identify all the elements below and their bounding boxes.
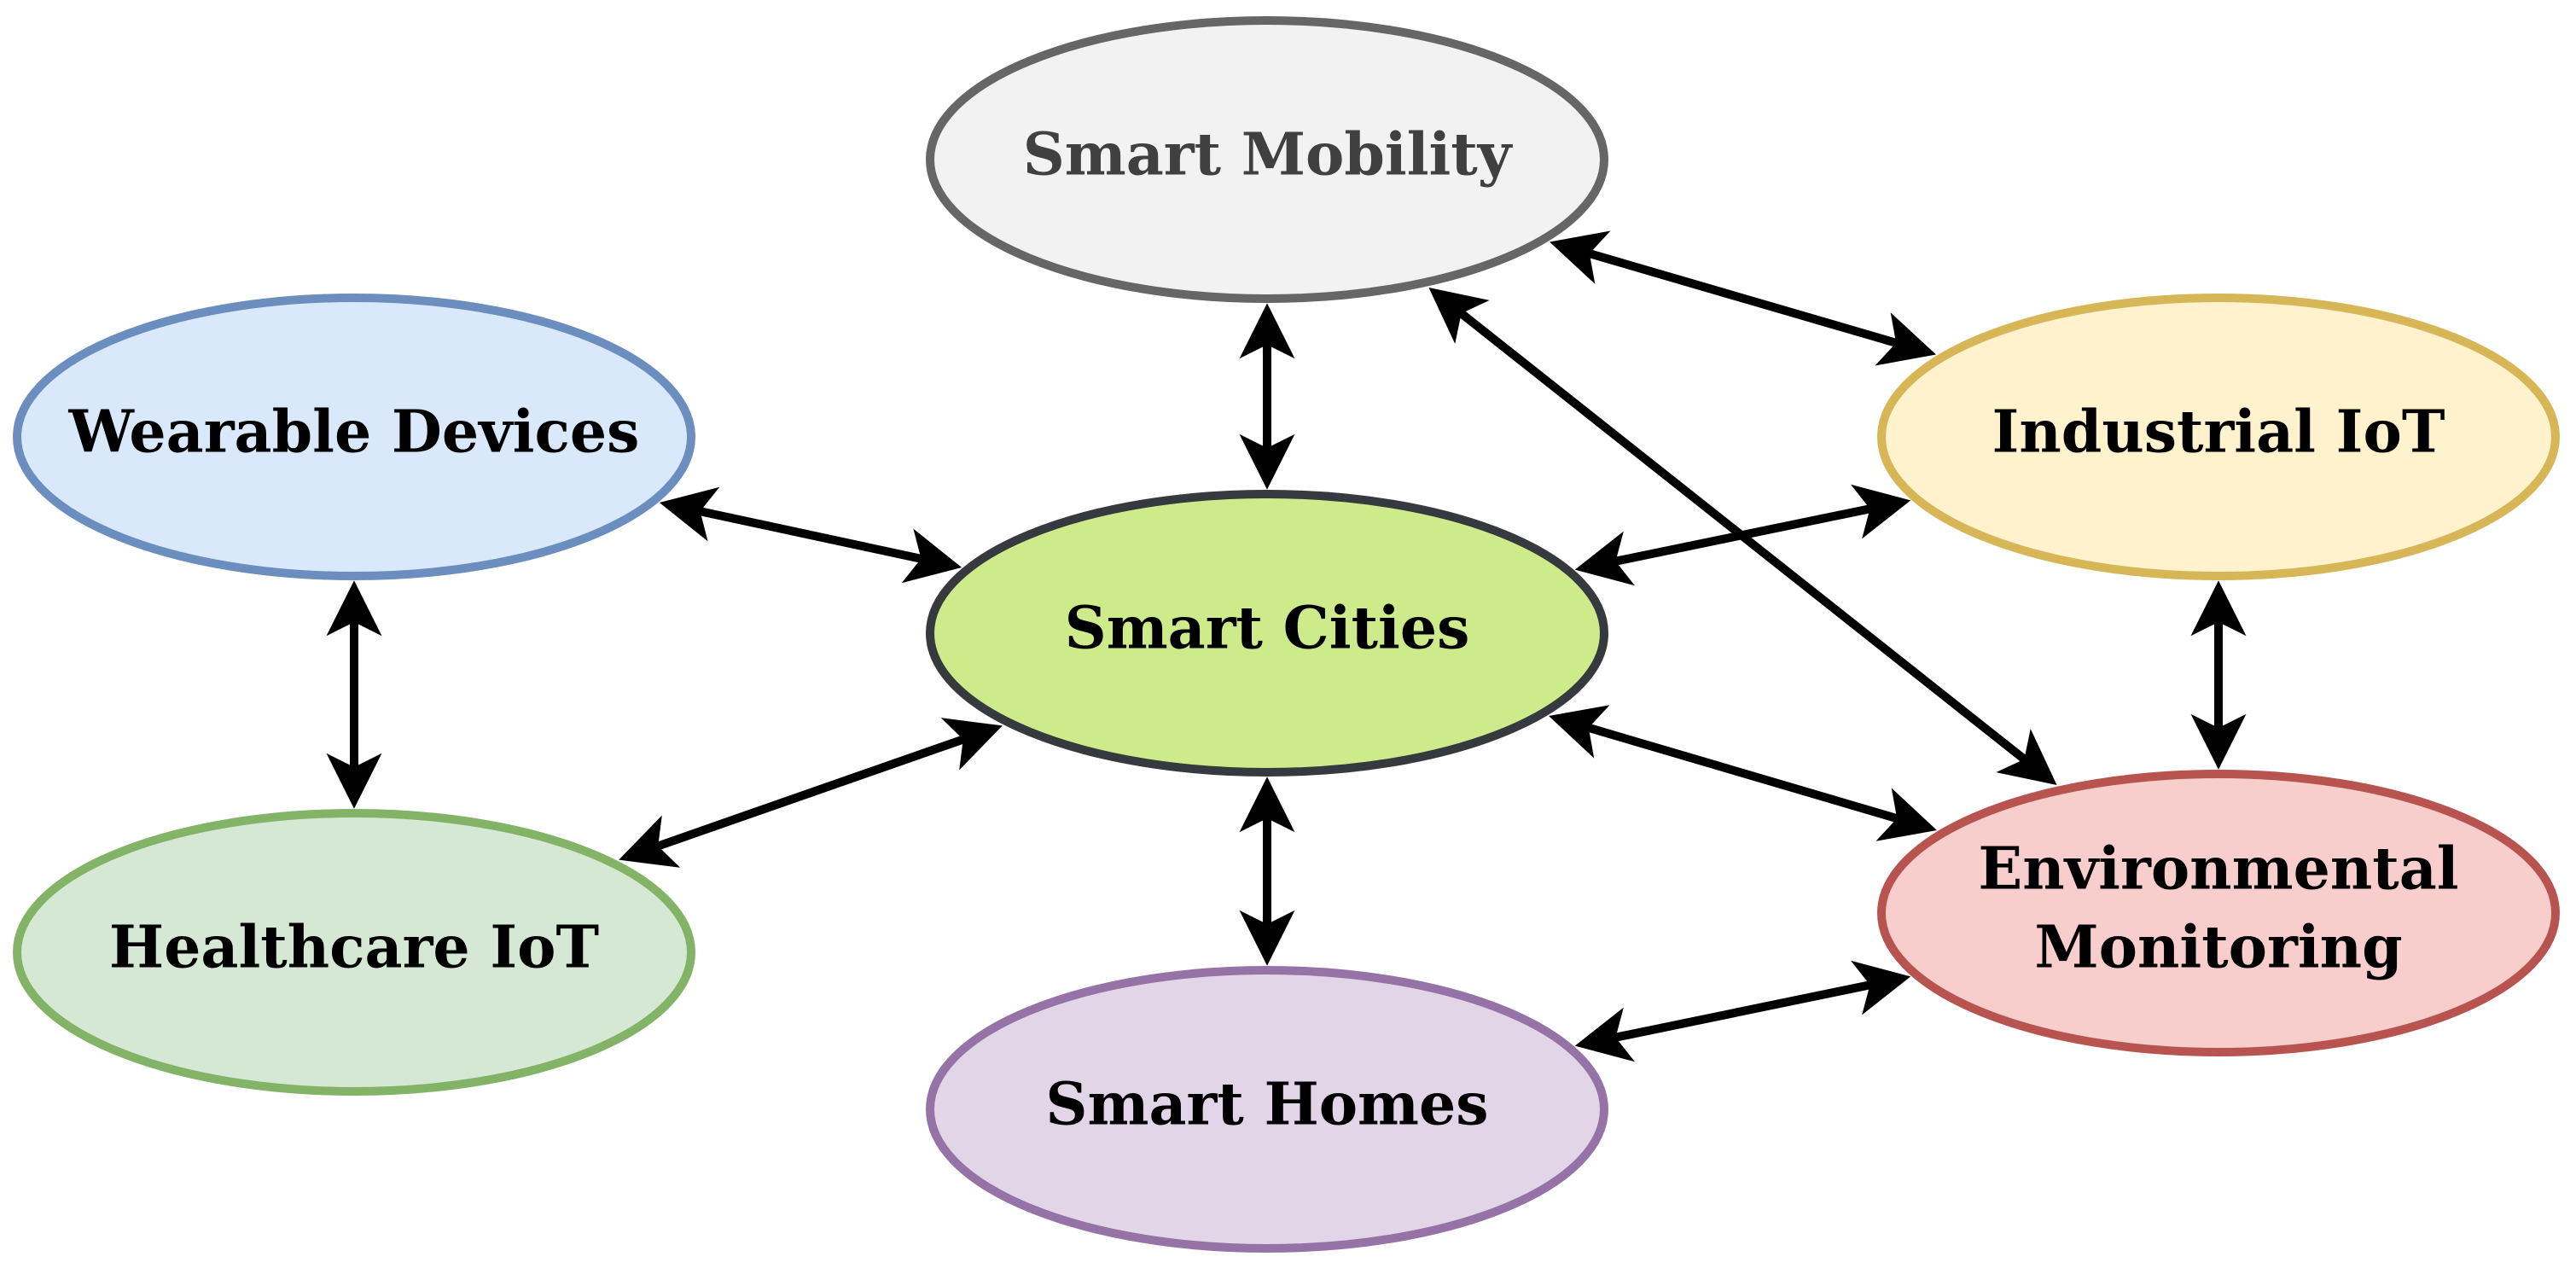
node-shape-smart-homes — [926, 966, 1608, 1253]
node-healthcare-iot: Healthcare IoT — [13, 809, 695, 1096]
node-shape-industrial-iot — [1877, 294, 2560, 580]
connections — [326, 230, 2247, 1062]
node-label-healthcare-iot: Healthcare IoT — [109, 914, 599, 982]
node-label-wearable-devices: Wearable Devices — [68, 398, 640, 467]
node-smart-cities: Smart Cities — [926, 490, 1608, 777]
node-label-smart-cities: Smart Cities — [1065, 595, 1470, 663]
edge-smart-homes-environmental-monitoring — [1574, 960, 1911, 1062]
node-shape-environmental-monitoring — [1877, 770, 2560, 1056]
edge-wearable-devices-smart-cities — [659, 486, 962, 584]
node-smart-mobility: Smart Mobility — [926, 16, 1608, 303]
node-label-smart-homes: Smart Homes — [1045, 1071, 1488, 1139]
edge-smart-cities-environmental-monitoring — [1549, 705, 1937, 841]
node-label-industrial-iot: Industrial IoT — [1992, 398, 2445, 467]
edge-industrial-iot-smart-cities — [1574, 484, 1911, 586]
node-shape-smart-mobility — [926, 16, 1608, 303]
edge-smart-mobility-industrial-iot — [1550, 230, 1936, 366]
node-label-smart-mobility: Smart Mobility — [1023, 121, 1514, 189]
node-industrial-iot: Industrial IoT — [1877, 294, 2560, 580]
node-label-environmental-monitoring-line-1: Environmental — [1978, 835, 2458, 904]
node-label-environmental-monitoring-line-2: Monitoring — [2034, 914, 2402, 982]
node-shape-smart-cities — [926, 490, 1608, 777]
node-shape-wearable-devices — [13, 294, 695, 580]
node-wearable-devices: Wearable Devices — [13, 294, 695, 580]
node-shape-healthcare-iot — [13, 809, 695, 1096]
edge-healthcare-iot-smart-cities — [619, 718, 1003, 868]
node-smart-homes: Smart Homes — [926, 966, 1608, 1253]
